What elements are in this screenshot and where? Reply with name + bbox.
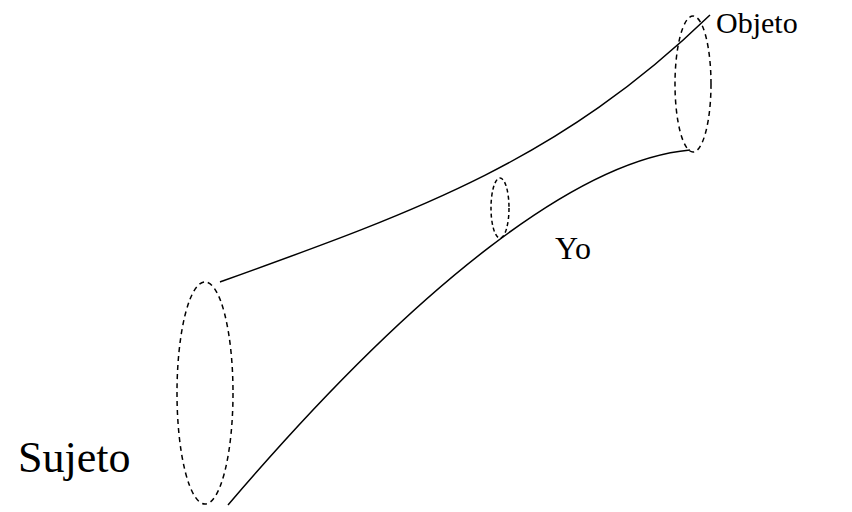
part-label: Objeto — [716, 8, 798, 38]
part-label: Sujeto — [18, 436, 130, 480]
object-ellipse — [675, 16, 711, 152]
subject-ellipse — [177, 282, 233, 504]
self-ellipse — [491, 178, 509, 238]
lower-contour — [228, 150, 690, 505]
part-label: Yo — [555, 232, 591, 264]
upper-contour — [220, 15, 710, 282]
